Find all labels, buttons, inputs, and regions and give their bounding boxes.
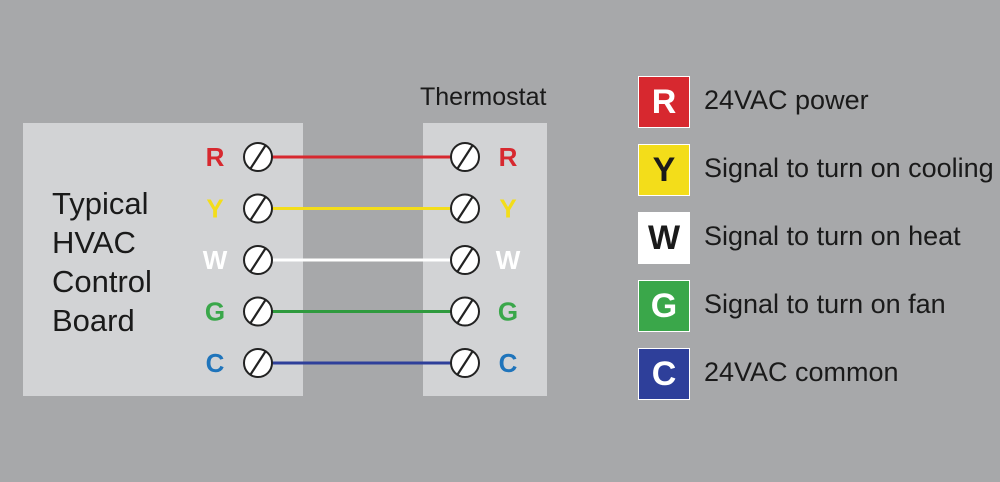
thermostat-terminal-screw-g <box>450 296 480 327</box>
board-terminal-screw-y <box>243 193 273 224</box>
board-terminal-screw-c <box>243 348 273 378</box>
legend-item-g: G Signal to turn on fan <box>638 280 988 348</box>
thermostat-terminal-letter-r: R <box>499 142 518 172</box>
legend-swatch-g: G <box>638 280 690 332</box>
legend-swatch-r: R <box>638 76 690 128</box>
board-terminal-letter-y: Y <box>206 194 223 224</box>
legend-item-w: W Signal to turn on heat <box>638 212 988 280</box>
legend-item-y: Y Signal to turn on cooling <box>638 144 994 212</box>
legend-item-c: C 24VAC common <box>638 348 988 416</box>
legend-text-r: 24VAC power <box>704 85 869 115</box>
board-terminal-screw-r <box>243 142 273 172</box>
thermostat-title: Thermostat <box>420 83 546 111</box>
board-label-line-1: Typical <box>52 186 148 221</box>
wire-legend: R 24VAC power Y Signal to turn on coolin… <box>638 76 994 416</box>
legend-item-r: R 24VAC power <box>638 76 988 144</box>
legend-text-g: Signal to turn on fan <box>704 289 946 319</box>
legend-swatch-y: Y <box>638 144 690 196</box>
board-label-line-3: Control <box>52 264 152 299</box>
board-terminal-letter-c: C <box>206 348 225 378</box>
thermostat-terminal-letter-y: Y <box>499 194 516 224</box>
board-terminal-screw-w <box>243 245 273 275</box>
legend-text-y: Signal to turn on cooling <box>704 153 994 183</box>
thermostat-terminal-screw-w <box>450 245 480 275</box>
legend-swatch-c: C <box>638 348 690 400</box>
thermostat-terminal-screw-r <box>450 142 480 172</box>
thermostat-terminal-screw-c <box>450 348 480 378</box>
legend-text-w: Signal to turn on heat <box>704 221 961 251</box>
thermostat-terminal-screw-y <box>450 193 480 224</box>
board-label-line-4: Board <box>52 303 135 338</box>
thermostat-terminal-letter-w: W <box>496 245 521 275</box>
thermostat-terminal-letter-g: G <box>498 297 518 327</box>
wires <box>272 155 451 365</box>
board-terminal-letter-w: W <box>203 245 228 275</box>
thermostat-terminal-letter-c: C <box>499 348 518 378</box>
legend-swatch-w: W <box>638 212 690 264</box>
board-terminal-letter-g: G <box>205 297 225 327</box>
board-terminal-screw-g <box>243 296 273 327</box>
board-label-line-2: HVAC <box>52 225 136 260</box>
legend-text-c: 24VAC common <box>704 357 899 387</box>
board-terminal-letter-r: R <box>206 142 225 172</box>
